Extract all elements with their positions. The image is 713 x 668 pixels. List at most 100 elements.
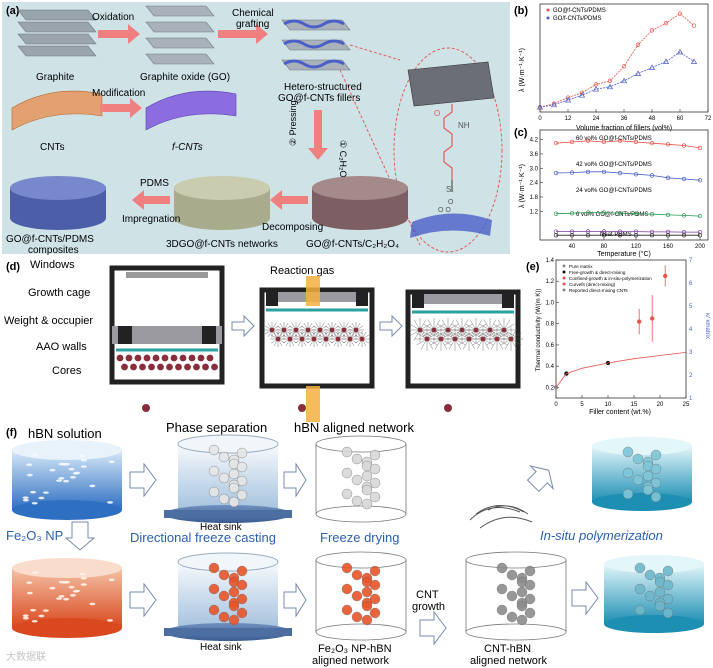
chart-c-xlabel: Temperature (°C) xyxy=(597,250,651,258)
core xyxy=(193,364,200,371)
network-blob xyxy=(237,580,247,590)
flake xyxy=(70,594,76,597)
x-tick-label: 72 xyxy=(705,116,712,122)
flake xyxy=(56,597,62,600)
oxidation-label: Oxidation xyxy=(92,12,134,23)
cnt-growth-label-2: growth xyxy=(412,601,445,613)
data-point xyxy=(637,320,641,324)
flake xyxy=(63,480,69,483)
go-c2h2o4-label: GO@f-CNTs/C₂H₂O₄ xyxy=(306,239,399,250)
network-blob xyxy=(229,483,239,493)
flake xyxy=(70,476,76,479)
chem-NH: NH xyxy=(458,121,470,130)
chemical-grafting-label-2: grafting xyxy=(236,19,269,30)
core xyxy=(348,337,353,342)
panel-a: (a) Graphite Oxidation Graphite oxide (G… xyxy=(2,2,510,256)
network-blob xyxy=(229,497,239,507)
core xyxy=(211,364,218,371)
y-tick-label: 0.6 xyxy=(546,343,555,349)
hetero-label-1: Hetero-structured xyxy=(284,82,362,93)
core xyxy=(425,337,430,342)
fe2o3-hbn-label-2: aligned network xyxy=(312,655,390,667)
core xyxy=(439,337,444,342)
network-blob xyxy=(237,566,247,576)
flake xyxy=(26,463,32,466)
x-tick-label: 5 xyxy=(580,402,584,408)
network-blob xyxy=(655,601,665,611)
chart-c-ylabel: λ (W·m⁻¹·K⁻¹) xyxy=(519,164,526,208)
legend-marker xyxy=(563,271,566,274)
arrow-f-diag xyxy=(522,459,560,497)
flake xyxy=(56,479,62,482)
in-situ-label: In-situ polymerization xyxy=(540,528,663,543)
arrow-f-6 xyxy=(572,582,598,614)
core xyxy=(166,364,173,371)
weight-label: Weight & occupier xyxy=(4,315,93,327)
flake xyxy=(38,497,44,500)
chem-O: O xyxy=(434,109,440,118)
network-blob xyxy=(362,499,372,509)
core xyxy=(453,337,458,342)
network-blob xyxy=(370,492,380,502)
network-blob xyxy=(525,608,535,618)
core xyxy=(294,328,299,333)
core xyxy=(148,364,155,371)
network-blob xyxy=(517,615,527,625)
network-blob xyxy=(651,450,661,460)
network-blob xyxy=(663,580,673,590)
network-blob xyxy=(342,489,352,499)
network-blob xyxy=(655,587,665,597)
heat-sink-label-1: Heat sink xyxy=(200,522,243,533)
composites-label-1: GO@f-CNTs/PDMS xyxy=(6,234,94,245)
x-tick-label: 48 xyxy=(649,116,656,122)
arrow-f-2 xyxy=(284,464,306,496)
flake xyxy=(32,571,38,574)
legend-label: Reported direct-mixing CNTs xyxy=(569,288,628,293)
pressing-label: ② Pressing xyxy=(288,100,298,146)
panel-a-label: (a) xyxy=(6,5,20,17)
flake xyxy=(81,583,87,586)
y-tick-label: 1.2 xyxy=(530,209,539,215)
impregnation-label: Impregnation xyxy=(122,214,180,225)
network-blob xyxy=(219,591,229,601)
core xyxy=(342,328,347,333)
y2-tick-label: 1 xyxy=(689,396,693,402)
windows-label: Windows xyxy=(30,259,75,271)
flake xyxy=(23,614,29,617)
composite-disc xyxy=(10,176,106,230)
network-blob xyxy=(342,447,352,457)
core xyxy=(207,355,214,362)
legend-marker xyxy=(563,289,566,292)
network-blob xyxy=(497,563,507,573)
network-blob xyxy=(643,471,653,481)
core xyxy=(270,328,275,333)
chem-Si: Si xyxy=(446,185,453,194)
chart-e-y2label: κ/ κmatrix xyxy=(704,313,710,339)
pdms-label: PDMS xyxy=(140,178,169,189)
flake xyxy=(107,501,113,504)
panel-c: (c) λ (W·m⁻¹·K⁻¹) Temperature (°C) 60 vo… xyxy=(514,127,708,258)
flake xyxy=(32,502,38,505)
flake xyxy=(58,477,64,480)
flake xyxy=(23,617,29,620)
cnt-hbn-label-1: CNT-hBN xyxy=(484,643,531,655)
flake xyxy=(79,455,85,458)
y2-tick-label: 4 xyxy=(689,327,693,333)
core xyxy=(300,337,305,342)
network-blob xyxy=(237,448,247,458)
y-tick-label: 1.2 xyxy=(546,279,555,285)
arrow-f-5 xyxy=(420,612,446,644)
network-blob xyxy=(209,563,219,573)
legend-label: GO/f-CNTs/PDMS xyxy=(553,16,601,22)
core xyxy=(312,337,317,342)
flake xyxy=(81,459,87,462)
flake xyxy=(109,461,115,464)
flake xyxy=(30,491,36,494)
panel-f-label: (f) xyxy=(6,427,17,439)
composites-label-2: composites xyxy=(28,245,79,256)
core xyxy=(282,328,287,333)
network-blob xyxy=(209,466,219,476)
network-blob xyxy=(651,492,661,502)
core xyxy=(198,355,205,362)
panel-e-label: (e) xyxy=(526,261,540,273)
